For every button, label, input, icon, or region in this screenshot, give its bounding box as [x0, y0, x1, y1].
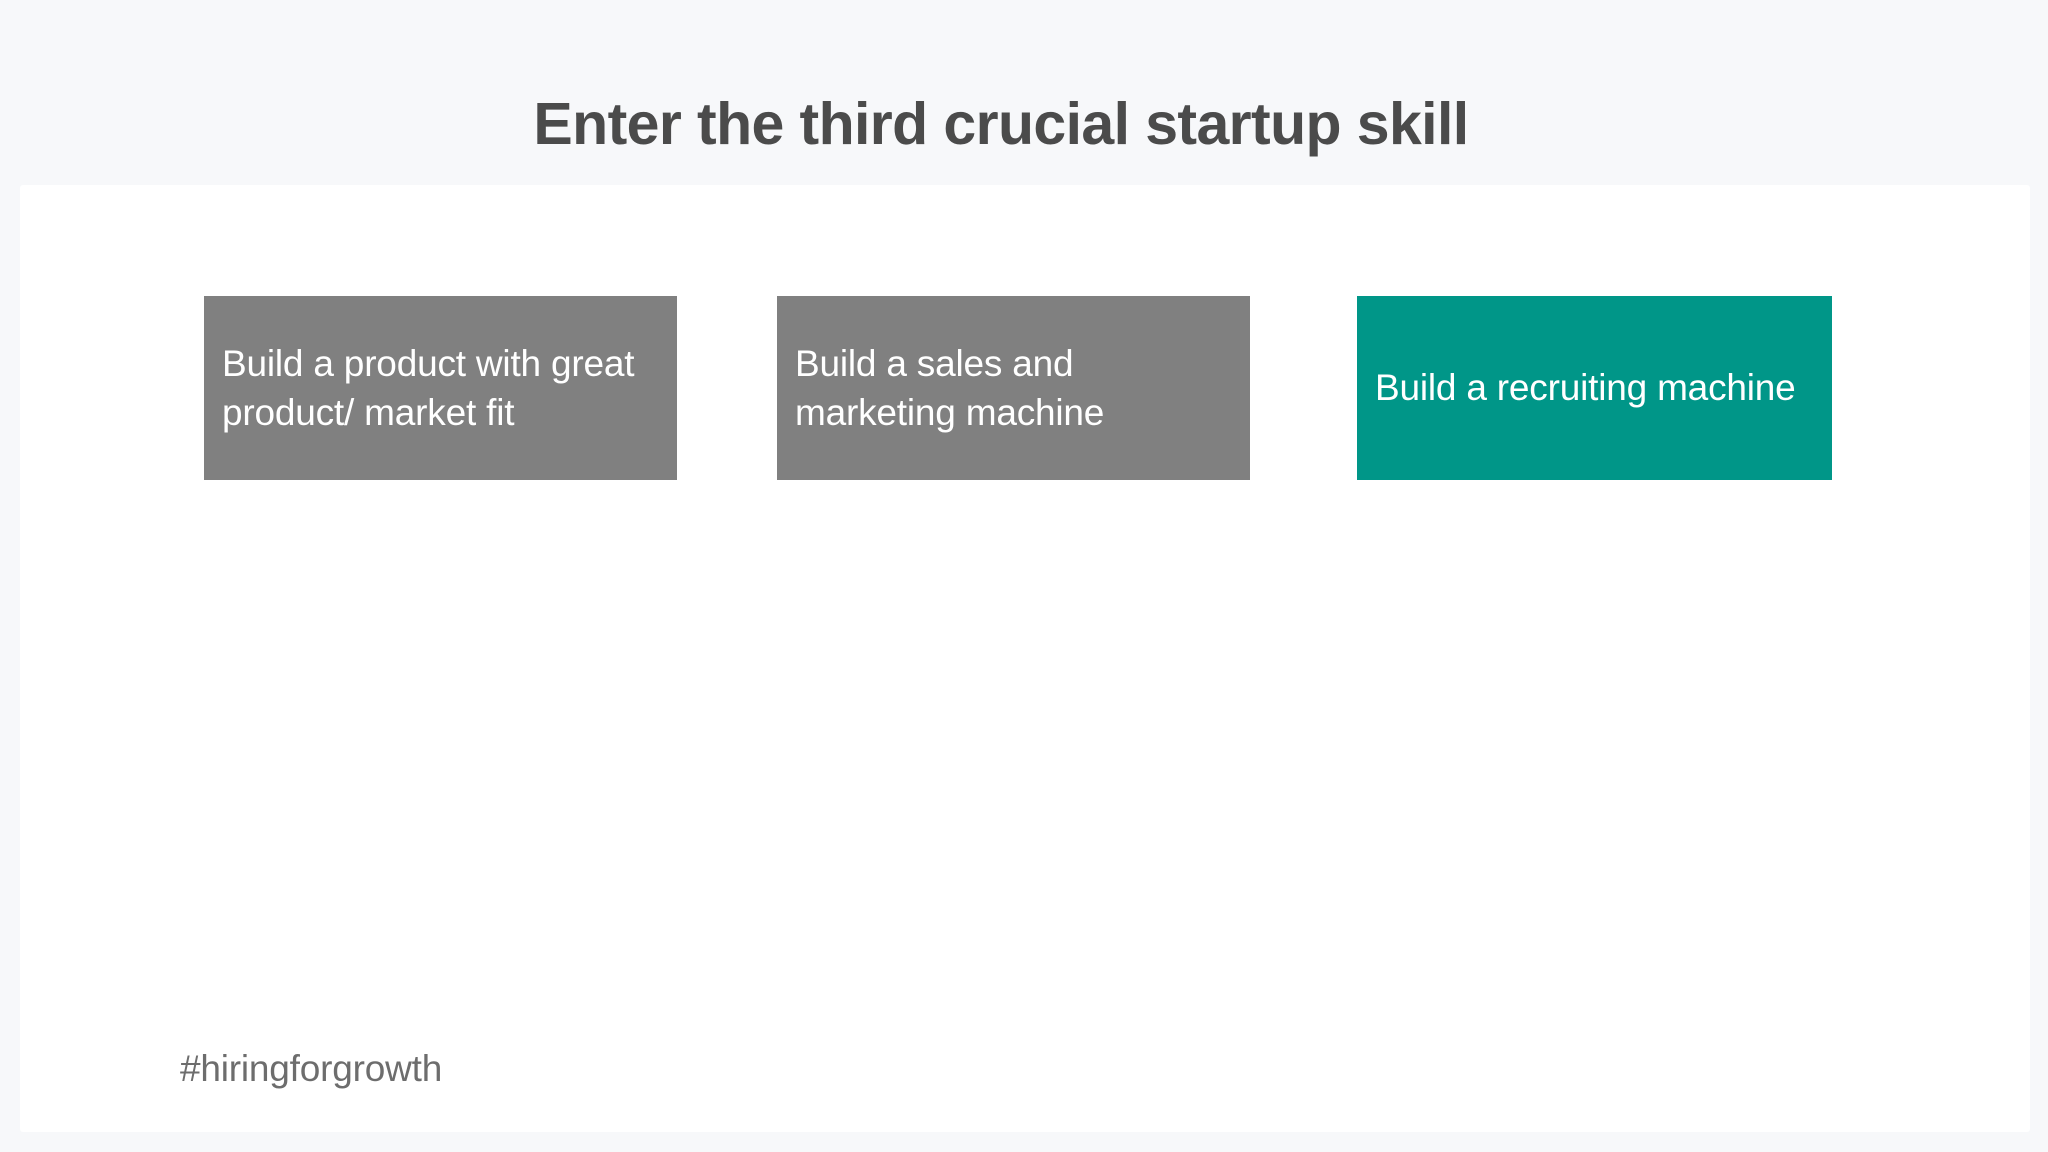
skill-box-label: Build a sales and marketing machine	[795, 342, 1105, 433]
skill-box-label: Build a recruiting machine	[1375, 367, 1796, 409]
skill-box-sales-marketing[interactable]: Build a sales and marketing machine	[777, 296, 1250, 480]
skill-box-recruiting-machine[interactable]: Build a recruiting machine	[1357, 296, 1832, 480]
skill-box-label: Build a product with great product/ mark…	[222, 342, 635, 433]
footer-hashtag: #hiringforgrowth	[180, 1048, 443, 1089]
skill-boxes-row: Build a product with great product/ mark…	[204, 296, 1852, 480]
page-title: Enter the third crucial startup skill	[533, 90, 1469, 157]
skill-box-product-market-fit[interactable]: Build a product with great product/ mark…	[204, 296, 677, 480]
header-band	[0, 0, 2048, 185]
